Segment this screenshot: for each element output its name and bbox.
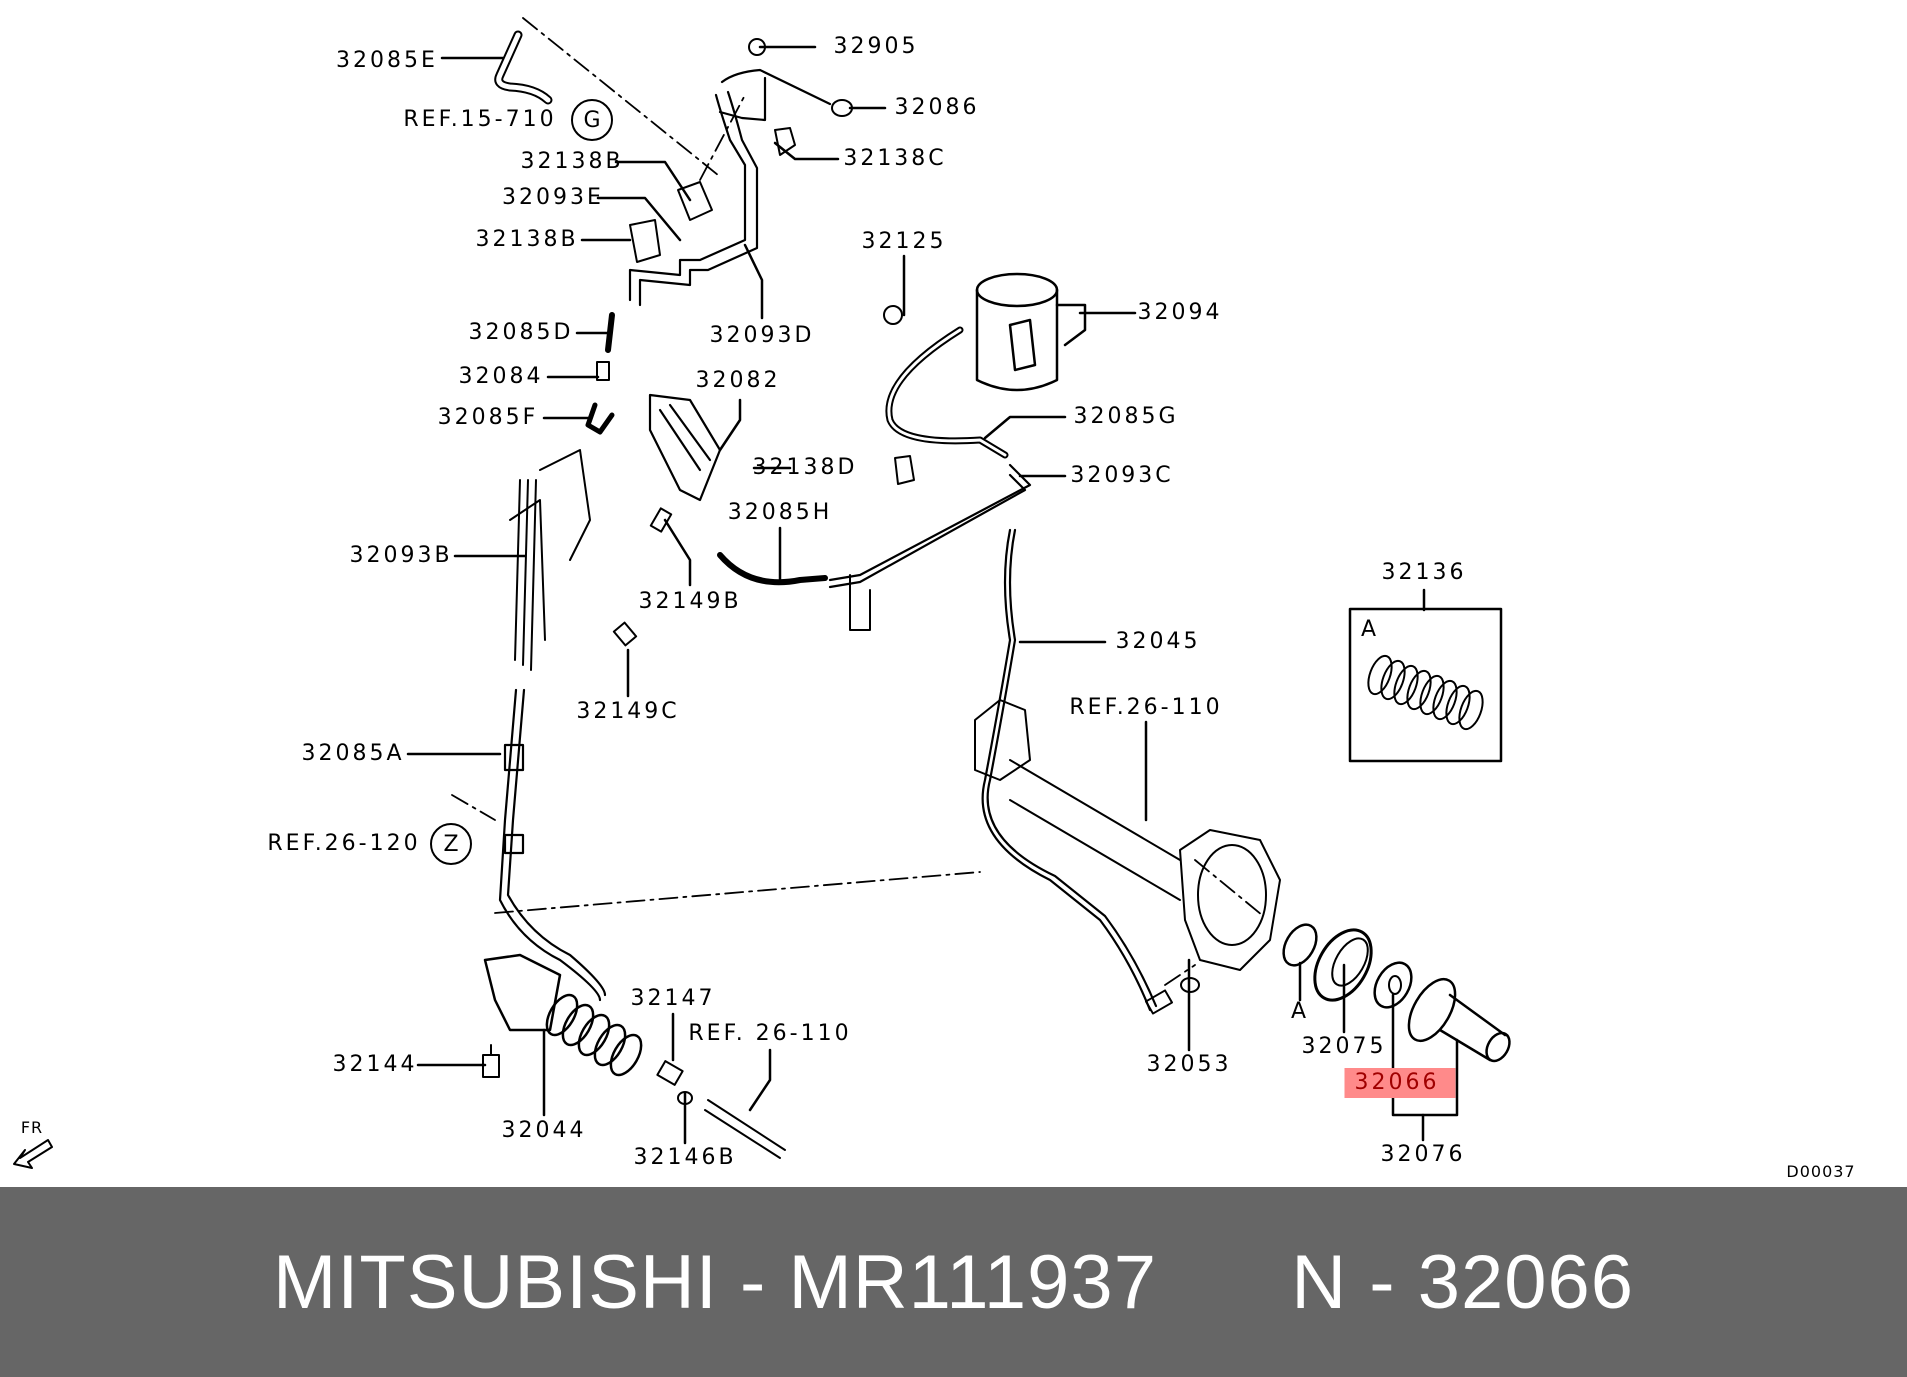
label-32044: 32044 (501, 1118, 587, 1143)
parts-line-art (13, 17, 1511, 1169)
ref-prefix: N (1291, 1239, 1348, 1325)
label-32085E: 32085E (336, 48, 438, 73)
hose-32085D (605, 312, 615, 353)
label-ref-15-710: REF.15-710 (403, 107, 557, 132)
label-32136: 32136 (1381, 560, 1467, 585)
slave-cylinder-32044 (483, 953, 643, 1077)
caption-separator-2: - (1369, 1239, 1396, 1325)
label-32094: 32094 (1137, 300, 1223, 325)
label-32905: 32905 (833, 34, 919, 59)
clip-32138D (894, 455, 915, 485)
label-ref-26-110-upper: REF.26-110 (1069, 695, 1223, 720)
label-ref-26-110-lower: REF. 26-110 (688, 1021, 852, 1046)
caption-text: MITSUBISHI - MR111937 N - 32066 (273, 1239, 1634, 1326)
nut-32125 (883, 305, 903, 325)
label-32075: 32075 (1301, 1034, 1387, 1059)
label-32076: 32076 (1380, 1142, 1466, 1167)
front-label: FR (20, 1118, 44, 1137)
hose-32085H (717, 552, 828, 586)
label-32053: 32053 (1146, 1052, 1232, 1077)
washer-32053 (1180, 977, 1200, 993)
clip-32146B (677, 1091, 693, 1105)
canister-32094 (975, 272, 1087, 392)
label-32093C: 32093C (1070, 463, 1174, 488)
bolt-32149B (649, 507, 673, 533)
hose-32085F (585, 402, 615, 435)
label-32144: 32144 (332, 1052, 418, 1077)
bolt-32144 (482, 1044, 500, 1078)
label-ref-26-120: REF.26-120 (267, 831, 421, 856)
ref-circle-z: Z (430, 823, 472, 865)
valve-32082 (648, 393, 722, 502)
label-32045: 32045 (1115, 629, 1201, 654)
label-32146B: 32146B (633, 1145, 737, 1170)
label-32138C: 32138C (843, 146, 947, 171)
ref-circle-g: G (571, 99, 613, 141)
harness-32045 (981, 528, 1152, 1012)
bleeder-32084 (596, 361, 610, 381)
ref-number: 32066 (1417, 1239, 1635, 1325)
label-32084: 32084 (458, 364, 544, 389)
label-32085G: 32085G (1073, 404, 1179, 429)
label-32093D: 32093D (709, 323, 815, 348)
kit-box-tag-a: A (1360, 617, 1380, 642)
ring-A (1282, 923, 1318, 967)
leader-lines (406, 45, 1459, 1145)
label-32082: 32082 (695, 368, 781, 393)
label-32138B: 32138B (475, 227, 579, 252)
label-32085A: 32085A (301, 741, 405, 766)
pipe-32093B (509, 449, 591, 671)
bearing-32075 (1313, 928, 1373, 1002)
label-tag-a: A (1290, 999, 1310, 1024)
label-32085D: 32085D (468, 320, 574, 345)
pipe-32093C (828, 463, 1032, 582)
gear-shaft-32076 (1407, 977, 1511, 1063)
label-32149C: 32149C (576, 699, 680, 724)
cap-32086 (831, 99, 853, 117)
label-32085F: 32085F (437, 405, 539, 430)
brand-name: MITSUBISHI (272, 1239, 718, 1325)
parts-diagram: 32085E REF.15-710 G 32138B 32093E 32138B… (13, 17, 1856, 1181)
label-32149B: 32149B (638, 589, 742, 614)
label-32138D: 32138D (752, 455, 858, 480)
label-32138B-top: 32138B (520, 149, 624, 174)
part-number: MR111937 (788, 1239, 1157, 1325)
clip-32138B (629, 219, 661, 263)
clip-32138B-top (677, 181, 713, 221)
diagram-code: D00037 (1786, 1162, 1856, 1181)
label-32147: 32147 (630, 986, 716, 1011)
part-caption-bar: MITSUBISHI - MR111937 N - 32066 (0, 1187, 1907, 1377)
cap-32905 (748, 38, 766, 56)
label-32093E: 32093E (502, 185, 604, 210)
caption-separator: - (740, 1239, 767, 1325)
pipe-32085A (498, 688, 607, 1002)
bearing-32066 (1373, 961, 1413, 1009)
spring-coils (1367, 654, 1484, 731)
reference-dashes (451, 17, 1263, 986)
label-32085H: 32085H (727, 500, 833, 525)
label-32125: 32125 (861, 229, 947, 254)
transfer-case (974, 699, 1281, 971)
highlighted-part-32066[interactable]: 32066 (1344, 1068, 1456, 1098)
front-arrow-icon (13, 1139, 53, 1169)
label-32086: 32086 (894, 95, 980, 120)
label-32093B: 32093B (349, 543, 453, 568)
clip-32138C (774, 127, 796, 156)
pushrod (704, 1099, 786, 1159)
brake-pipes (628, 68, 832, 307)
kit-box-32136 (1348, 607, 1503, 763)
bolt-32149C (612, 621, 638, 647)
bush-32147 (656, 1060, 684, 1086)
